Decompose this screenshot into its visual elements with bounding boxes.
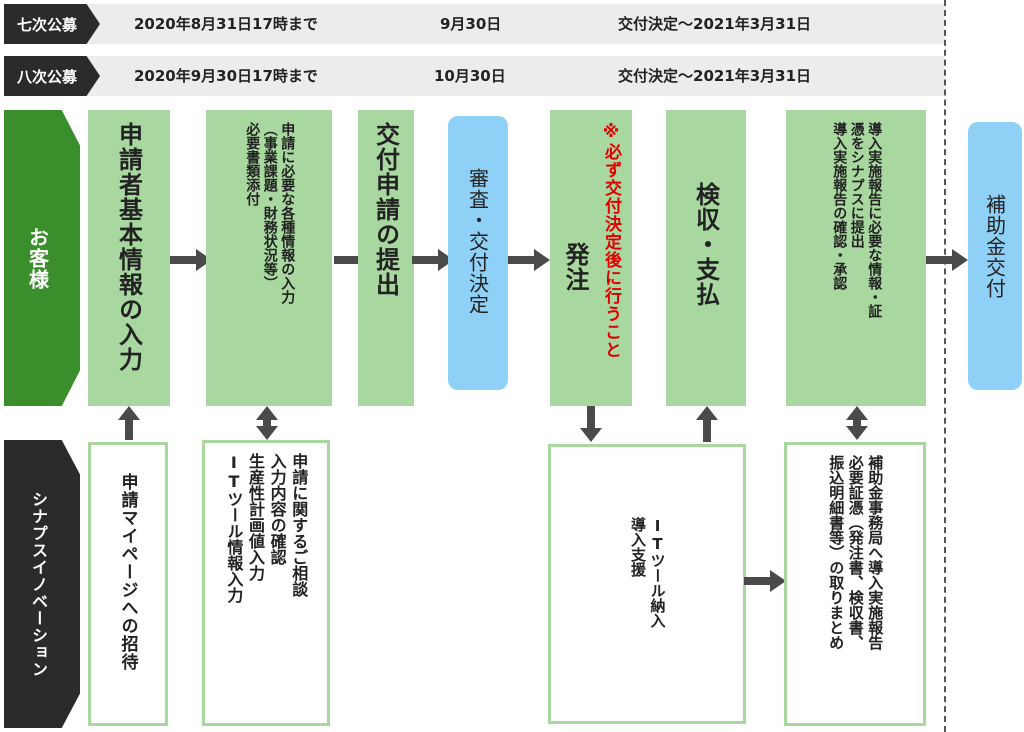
- support-consult-line: 申請に関するご相談: [289, 453, 309, 597]
- support-report: 補助金事務局へ導入実施報告 必要証憑（発注書、検収書、 振込明細書等）の取りまと…: [784, 442, 926, 726]
- step-order-label: 発注: [561, 242, 589, 292]
- support-report-line: 振込明細書等）の取りまとめ: [827, 455, 846, 650]
- support-consult-line: ITツール情報入力: [224, 453, 244, 603]
- step-subsidy: 補助金交付: [968, 122, 1022, 390]
- step-detail-info-text: 申請に必要な各種情報の入力 （事業課題・財務状況等） 必要書類添付: [243, 122, 296, 304]
- schedule-row-8: 八次公募 2020年9月30日17時まで 10月30日 交付決定〜2021年3月…: [4, 56, 944, 96]
- lane-customer: お客様: [4, 110, 80, 406]
- step-report: 導入実施報告に必要な情報・証 憑をシナプスに提出 導入実施報告の確認・承認: [786, 110, 926, 406]
- step-inspection-label: 検収・支払: [691, 182, 720, 307]
- lane-synaps-label: シナプスイノベーション: [29, 490, 48, 678]
- support-it-tool-line: ITツール納入: [648, 517, 667, 628]
- support-consult-line: 入力内容の確認: [267, 453, 287, 565]
- step-order-note: ※必ず交付決定後に行うこと: [601, 122, 621, 359]
- lane-customer-label: お客様: [25, 226, 50, 290]
- step-basic-info-label: 申請者基本情報の入力: [114, 122, 143, 372]
- schedule-label: 七次公募: [4, 4, 100, 44]
- arrow-right-icon: [926, 249, 968, 271]
- support-consult-line: 生産性計画値入力: [246, 453, 265, 581]
- step-detail-line: 必要書類添付: [244, 122, 261, 206]
- step-review-label: 審査・交付決定: [465, 168, 490, 315]
- step-basic-info: 申請者基本情報の入力: [88, 110, 170, 406]
- arrow-updown-icon: [846, 406, 868, 440]
- schedule-row-7: 七次公募 2020年8月31日17時まで 9月30日 交付決定〜2021年3月3…: [4, 4, 944, 44]
- schedule-period: 交付決定〜2021年3月31日: [618, 67, 812, 85]
- step-order: 発注 ※必ず交付決定後に行うこと: [550, 110, 632, 406]
- support-invite: 申請マイページへの招待: [88, 442, 168, 726]
- step-inspection: 検収・支払: [666, 110, 746, 406]
- arrow-up-icon: [118, 406, 140, 440]
- schedule-deadline: 2020年9月30日17時まで: [134, 67, 318, 85]
- step-submit-label: 交付申請の提出: [371, 122, 400, 297]
- arrow-right-icon: [508, 249, 550, 271]
- schedule-decision: 10月30日: [434, 67, 506, 85]
- support-it-tool-line: 導入支援: [629, 517, 647, 577]
- step-report-text: 導入実施報告に必要な情報・証 憑をシナプスに提出 導入実施報告の確認・承認: [830, 122, 883, 318]
- step-submit: 交付申請の提出: [358, 110, 414, 406]
- schedule-deadline: 2020年8月31日17時まで: [134, 15, 318, 33]
- support-report-line: 補助金事務局へ導入実施報告: [866, 455, 885, 650]
- arrow-right-icon: [744, 570, 786, 592]
- step-detail-line: 申請に必要な各種情報の入力: [279, 122, 296, 304]
- step-subsidy-label: 補助金交付: [982, 194, 1007, 299]
- support-report-line: 必要証憑（発注書、検収書、: [846, 455, 865, 650]
- lane-synaps: シナプスイノベーション: [4, 440, 80, 728]
- step-detail-line: （事業課題・財務状況等）: [261, 122, 278, 290]
- support-it-tool-text: ITツール納入 導入支援: [628, 517, 667, 628]
- schedule-label: 八次公募: [4, 56, 100, 96]
- step-report-line: 導入実施報告に必要な情報・証: [866, 122, 883, 318]
- step-review: 審査・交付決定: [448, 116, 508, 390]
- support-invite-label: 申請マイページへの招待: [117, 473, 138, 671]
- support-report-text: 補助金事務局へ導入実施報告 必要証憑（発注書、検収書、 振込明細書等）の取りまと…: [826, 455, 885, 650]
- phase-divider: [944, 0, 946, 732]
- step-report-line: 導入実施報告の確認・承認: [831, 122, 848, 290]
- arrow-updown-icon: [256, 406, 278, 440]
- arrow-down-icon: [580, 406, 602, 442]
- support-consult: 申請に関するご相談 入力内容の確認 生産性計画値入力 ITツール情報入力: [202, 440, 330, 726]
- step-detail-info: 申請に必要な各種情報の入力 （事業課題・財務状況等） 必要書類添付: [206, 110, 332, 406]
- support-it-tool: ITツール納入 導入支援: [548, 444, 746, 724]
- support-consult-text: 申請に関するご相談 入力内容の確認 生産性計画値入力 ITツール情報入力: [223, 453, 309, 603]
- schedule-decision: 9月30日: [440, 15, 502, 33]
- schedule-period: 交付決定〜2021年3月31日: [618, 15, 812, 33]
- step-report-line: 憑をシナプスに提出: [848, 122, 865, 248]
- arrow-up-icon: [696, 406, 718, 442]
